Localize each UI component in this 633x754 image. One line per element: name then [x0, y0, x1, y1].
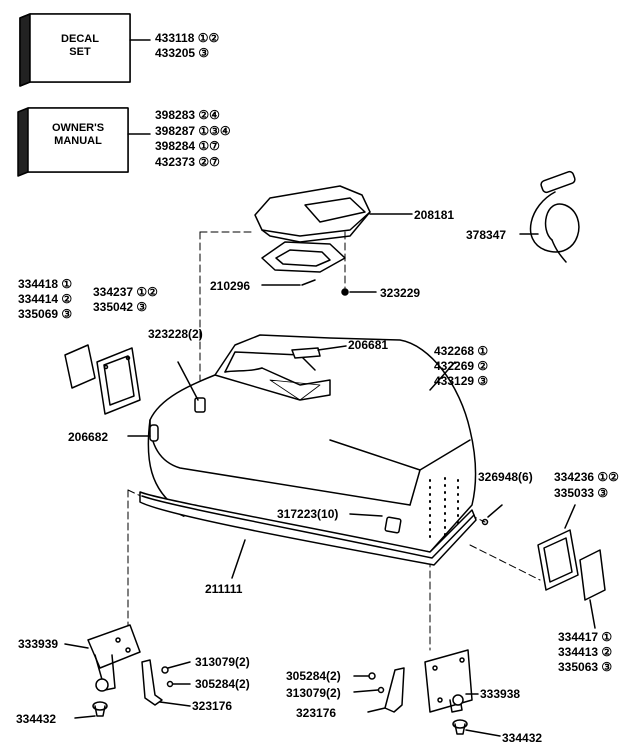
part-label: 313079(2) — [286, 686, 341, 700]
manual-box-label: OWNER'S MANUAL — [28, 122, 128, 148]
manual-line1: OWNER'S — [51, 122, 105, 134]
part-label: 432373 ②⑦ — [155, 155, 220, 169]
bracket-333938 — [424, 649, 479, 713]
decal-set-box — [19, 13, 131, 87]
part-label: 334417 ① — [558, 630, 613, 644]
part-label: 335042 ③ — [93, 300, 148, 314]
bolt-334432-left — [74, 701, 108, 719]
part-label: 208181 — [414, 208, 455, 222]
part-label: 398284 ①⑦ — [155, 139, 220, 153]
left-plate-334418 — [64, 344, 96, 389]
part-label: 323176 — [296, 706, 337, 720]
lever-323176-left — [141, 659, 191, 707]
decal-line2: SET — [69, 46, 91, 58]
part-label: 334237 ①② — [93, 285, 158, 299]
part-label: 305284(2) — [195, 677, 250, 691]
part-label: 323229 — [380, 286, 421, 300]
part-label: 335033 ③ — [554, 486, 609, 500]
main-cowl — [127, 334, 477, 553]
part-label: 305284(2) — [286, 669, 341, 683]
part-label: 334413 ② — [558, 645, 613, 659]
part-label: 333938 — [480, 687, 521, 701]
decal-box-label: DECAL SET — [30, 33, 130, 59]
part-label: 206682 — [68, 430, 109, 444]
part-label: 378347 — [466, 228, 507, 242]
gasket-210296 — [261, 241, 346, 286]
part-label: 210296 — [210, 279, 251, 293]
part-label: 432269 ② — [434, 359, 489, 373]
bolt-334432-right — [452, 719, 501, 737]
part-label: 433129 ③ — [434, 374, 489, 388]
part-label: 317223(10) — [277, 507, 339, 521]
part-label: 432268 ① — [434, 344, 489, 358]
part-label: 323228(2) — [148, 327, 203, 341]
part-label: 334432 — [502, 731, 543, 745]
part-label: 335063 ③ — [558, 660, 613, 674]
decal-line1: DECAL — [61, 33, 99, 45]
part-label: 433205 ③ — [155, 46, 210, 60]
hood-cover-208181 — [254, 185, 413, 243]
part-label: 206681 — [348, 338, 389, 352]
part-label: 433118 ①② — [155, 31, 220, 45]
lever-323176-right — [367, 667, 405, 713]
part-label: 335069 ③ — [18, 307, 73, 321]
part-label: 334414 ② — [18, 292, 73, 306]
part-label: 334432 — [16, 712, 57, 726]
owners-manual-box — [17, 107, 129, 177]
part-label: 334418 ① — [18, 277, 73, 291]
manual-line2: MANUAL — [54, 135, 102, 147]
seal-211111 — [139, 491, 477, 579]
part-label: 326948(6) — [478, 470, 533, 484]
cable-378347 — [519, 170, 580, 263]
part-label: 334236 ①② — [554, 470, 619, 484]
right-plate-334236 — [537, 504, 579, 591]
part-label: 333939 — [18, 637, 59, 651]
left-plate-334237 — [96, 347, 141, 415]
part-label: 313079(2) — [195, 655, 250, 669]
part-label: 211111 — [205, 582, 243, 596]
part-label: 398283 ②④ — [155, 108, 220, 122]
part-label: 323176 — [192, 699, 233, 713]
bracket-333939 — [64, 624, 141, 692]
right-plate-334417 — [579, 549, 606, 629]
part-label: 398287 ①③④ — [155, 124, 231, 138]
